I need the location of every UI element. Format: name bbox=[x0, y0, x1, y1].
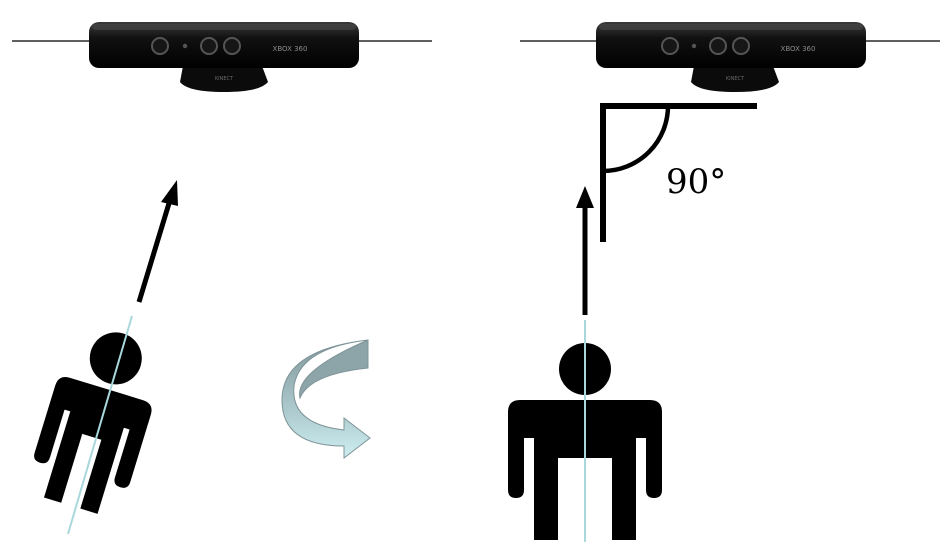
camera-lens-icon bbox=[732, 37, 750, 55]
right-panel: KINECT XBOX 360 90° bbox=[508, 22, 940, 542]
left-panel: KINECT XBOX 360 bbox=[12, 22, 432, 535]
camera-lens-icon bbox=[661, 37, 679, 55]
kinect-brand-label: XBOX 360 bbox=[781, 45, 816, 53]
rotation-arrow-icon bbox=[281, 339, 371, 460]
angle-label: 90° bbox=[666, 162, 726, 202]
arrow-icon bbox=[136, 180, 178, 303]
camera-lens-icon bbox=[151, 37, 169, 55]
camera-lens-icon bbox=[709, 37, 727, 55]
camera-lens-icon bbox=[223, 37, 241, 55]
right-angle-icon bbox=[600, 103, 757, 242]
camera-lens-icon bbox=[200, 37, 218, 55]
kinect-brand-label: XBOX 360 bbox=[273, 45, 308, 53]
arrow-icon bbox=[576, 186, 594, 315]
body-axis-line bbox=[67, 315, 133, 535]
kinect-base-label: KINECT bbox=[726, 76, 745, 82]
kinect-base-label: KINECT bbox=[215, 76, 234, 82]
kinect-sensor-icon: KINECT XBOX 360 bbox=[89, 22, 359, 92]
person-icon bbox=[34, 332, 152, 514]
kinect-sensor-icon: KINECT XBOX 360 bbox=[596, 22, 866, 92]
